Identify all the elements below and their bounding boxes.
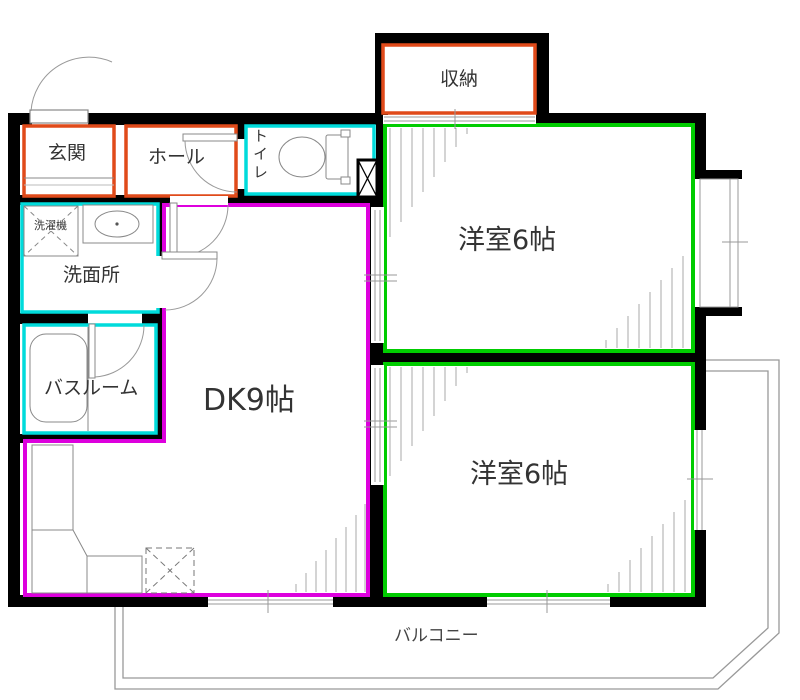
room-outlines (20, 43, 695, 597)
hatch-dk-bottom-right (295, 504, 366, 592)
western-room-bottom-label: 洋室6帖 (470, 459, 569, 490)
washing-machine-pan (23, 205, 79, 257)
bathtub (29, 327, 89, 431)
refrigerator-space (145, 547, 195, 594)
window-dk-bottom (208, 590, 333, 613)
hall-label: ホール (148, 146, 206, 168)
entrance-door (29, 56, 113, 124)
openings (29, 56, 748, 613)
kitchen-counter (31, 444, 143, 594)
washbasin (82, 204, 154, 244)
room-western-bottom-outline (383, 362, 695, 597)
fixtures (23, 129, 379, 594)
washroom-door (155, 251, 218, 311)
washroom-label: 洗面所 (63, 264, 121, 286)
toilet-door (182, 133, 238, 193)
dk-room2-sliding-door (364, 365, 397, 485)
genkan-label: 玄関 (48, 142, 87, 164)
hatch-room1-top-left (389, 128, 468, 237)
dk-label: DK9帖 (203, 383, 295, 418)
pipe-shaft-box (356, 158, 379, 199)
room-genkan-outline (22, 124, 116, 198)
hatch-room1-bottom-right (605, 256, 684, 348)
washing-machine-label: 洗濯機 (33, 219, 68, 232)
storage-sliding-door (383, 109, 536, 129)
window-room2-bottom (487, 590, 610, 613)
room-dk-outline (23, 203, 370, 597)
ceiling-hatch-marks (295, 128, 686, 592)
dk-room1-sliding-door (364, 207, 397, 343)
hatch-room2-top-left (389, 367, 468, 476)
hatch-room2-bottom-right (607, 500, 686, 592)
storage-label: 収納 (440, 68, 479, 90)
balcony-outline (114, 359, 780, 690)
western-room-top-label: 洋室6帖 (458, 225, 557, 256)
toilet-label: トイレ (251, 128, 269, 182)
room-storage-outline (381, 43, 537, 115)
room-western-top-outline (383, 123, 695, 353)
bathroom-label: バスルーム (44, 377, 139, 399)
bay-window-room1 (699, 178, 748, 308)
balcony-label: バルコニー (392, 626, 481, 646)
window-room2-right (687, 430, 713, 530)
bathroom-door (88, 323, 145, 379)
toilet-fixture (278, 129, 351, 185)
